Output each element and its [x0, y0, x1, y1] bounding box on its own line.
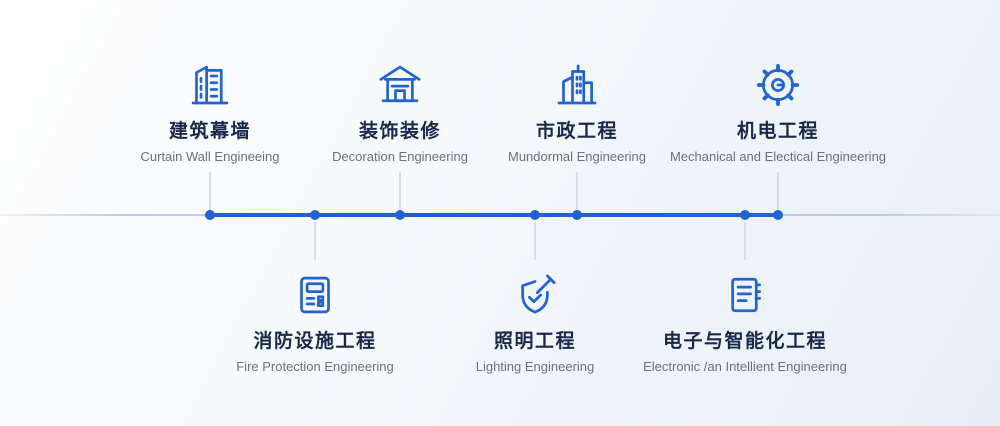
timeline-node [572, 210, 582, 220]
timeline-node [530, 210, 540, 220]
timeline-node [773, 210, 783, 220]
item-lighting: 照明工程 Lighting Engineering [390, 262, 680, 374]
item-decoration: 装饰装修 Decoration Engineering [255, 52, 545, 164]
timeline-node [395, 210, 405, 220]
item-title-zh: 机电工程 [736, 121, 819, 142]
connector-line [777, 172, 779, 212]
connector-line [744, 222, 746, 260]
control-panel-icon [170, 262, 460, 322]
timeline-node [205, 210, 215, 220]
item-subtitle-en: Decoration Engineering [332, 149, 468, 164]
item-electronic-intelligent: 电子与智能化工程 Electronic /an Intellient Engin… [600, 262, 890, 374]
item-curtain-wall: 建筑幕墙 Curtain Wall Engineeing [65, 52, 355, 164]
notepad-icon [600, 262, 890, 322]
item-title-zh: 电子与智能化工程 [662, 331, 827, 352]
item-subtitle-en: Mundormal Engineering [507, 149, 647, 164]
item-title-zh: 装饰装修 [358, 121, 441, 142]
item-subtitle-en: Fire Protection Engineering [236, 359, 394, 374]
item-title-zh: 消防设施工程 [253, 331, 377, 352]
gear-icon [633, 52, 923, 112]
item-municipal: 市政工程 Mundormal Engineering [432, 52, 722, 164]
timeline-main-line [207, 213, 781, 217]
shield-flashlight-icon [390, 262, 680, 322]
item-subtitle-en: Curtain Wall Engineeing [140, 149, 280, 164]
connector-line [534, 222, 536, 260]
connector-line [576, 172, 578, 212]
item-subtitle-en: Lighting Engineering [475, 359, 595, 374]
connector-line [209, 172, 211, 212]
item-title-zh: 市政工程 [535, 121, 618, 142]
item-subtitle-en: Mechanical and Electical Engineering [669, 149, 887, 164]
item-mechanical-electrical: 机电工程 Mechanical and Electical Engineerin… [633, 52, 923, 164]
timeline-node [740, 210, 750, 220]
item-subtitle-en: Electronic /an Intellient Engineering [643, 359, 847, 374]
timeline-node [310, 210, 320, 220]
item-title-zh: 建筑幕墙 [168, 121, 251, 142]
building-icon [65, 52, 355, 112]
item-title-zh: 照明工程 [493, 331, 576, 352]
house-icon [255, 52, 545, 112]
connector-line [314, 222, 316, 260]
city-buildings-icon [432, 52, 722, 112]
connector-line [399, 172, 401, 212]
item-fire-protection: 消防设施工程 Fire Protection Engineering [170, 262, 460, 374]
